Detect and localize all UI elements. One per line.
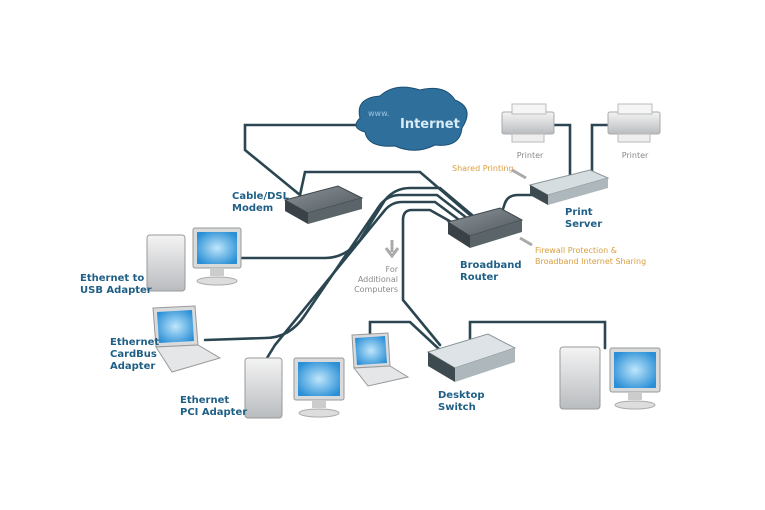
usb-adapter-label-2: USB Adapter [80,285,152,296]
switch-label-2: Switch [438,402,476,413]
cable-router-laptop [203,193,474,342]
cable-router-switch [401,208,464,347]
printer-2: Printer [607,103,661,160]
broadband-router: Broadband Router [446,207,524,283]
cable-modem-internet [243,123,362,197]
laptop-2 [351,332,410,387]
www-text: www. [368,109,389,118]
printer-label: Printer [517,151,544,160]
desktop-pc-usb: Ethernet to USB Adapter [80,227,242,296]
cable-printer2 [590,123,612,182]
arrow-icon [511,168,527,180]
arrow-icon [519,236,533,247]
cable-router-pci-pc [265,200,468,360]
shared-printing-note: Shared Printing [452,164,513,173]
arrow-down-icon [384,240,400,259]
usb-adapter-label-1: Ethernet to [80,273,144,284]
pci-adapter-label-1: Ethernet [180,395,229,406]
cable-switch-pc3 [468,320,607,350]
printer-label: Printer [622,151,649,160]
cables [203,123,612,360]
router-label-1: Broadband [460,260,522,271]
switch-label-1: Desktop [438,390,485,401]
cardbus-label-1: Ethernet [110,337,159,348]
cable-printer1 [553,123,572,182]
cardbus-label-3: Adapter [110,361,155,372]
pci-adapter-label-2: PCI Adapter [180,407,247,418]
additional-label-2: Additional [358,275,398,284]
print-server-label-1: Print [565,207,593,218]
additional-label-1: For [386,265,399,274]
router-label-2: Router [460,272,498,283]
modem-label-2: Modem [232,203,273,214]
printer-1: Printer [501,103,555,160]
modem-label-1: Cable/DSL [232,191,290,202]
additional-computers-note: For Additional Computers [354,240,400,294]
additional-label-3: Computers [354,285,398,294]
desktop-pc-pci: Ethernet PCI Adapter [180,357,345,419]
cable-dsl-modem: Cable/DSL Modem [232,185,364,224]
internet-cloud: www. Internet [355,86,468,151]
print-server-label-2: Server [565,219,602,230]
cable-router-printserver [498,193,547,220]
desktop-switch: Desktop Switch [426,333,517,413]
laptop-cardbus: Ethernet CardBus Adapter [110,305,222,373]
cardbus-label-2: CardBus [110,349,157,360]
cable-switch-laptop2 [368,320,442,352]
print-server: Print Server [528,169,610,230]
firewall-note-1: Firewall Protection & [535,246,617,255]
firewall-note-2: Broadband Internet Sharing [535,257,646,266]
internet-label: Internet [400,117,460,132]
desktop-pc-3 [559,346,661,410]
